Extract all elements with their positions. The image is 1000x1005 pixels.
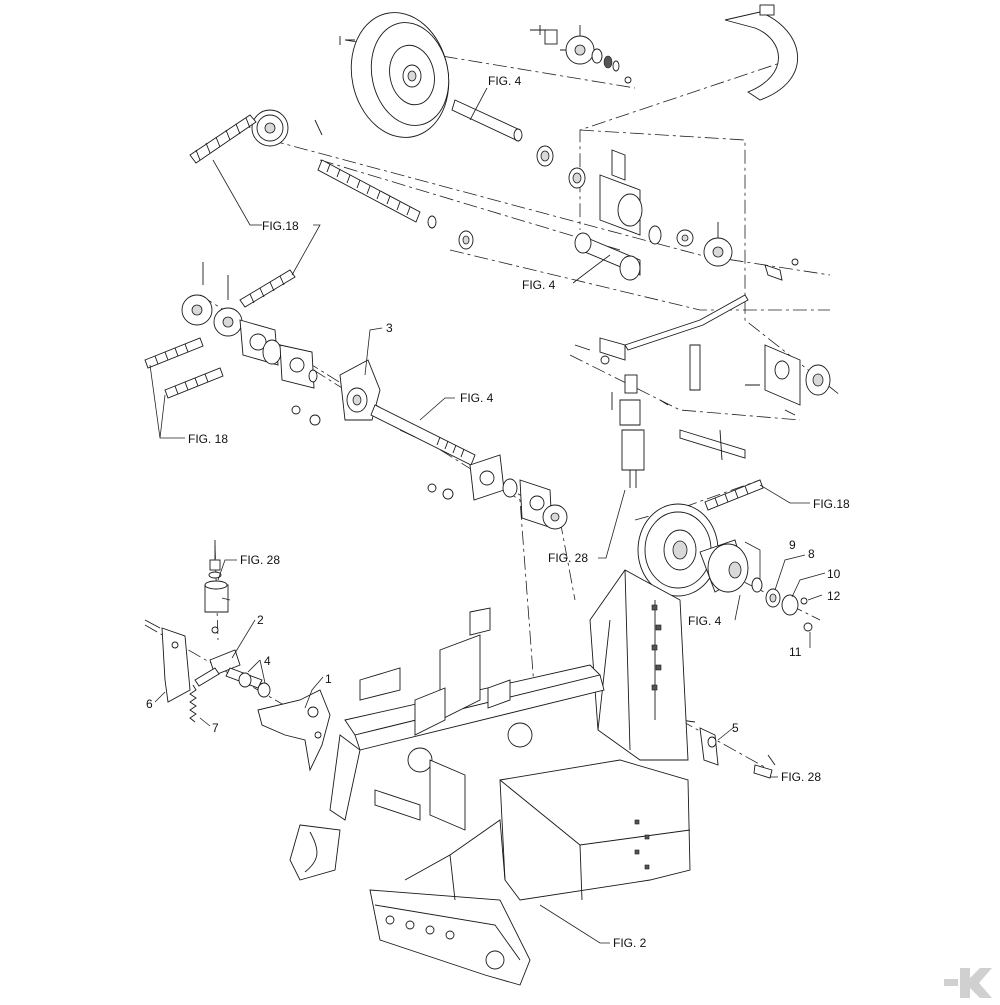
callout-2: 2: [257, 613, 264, 627]
tension-cylinder: [611, 374, 669, 488]
top-wheel-assembly: [339, 4, 799, 189]
fig-ref-fig28-center: FIG. 28: [548, 551, 588, 565]
top-sprocket-chain: [189, 109, 323, 226]
fig-ref-fig18-right: FIG.18: [813, 497, 850, 511]
linkage-rod: [574, 294, 831, 461]
callout-12: 12: [827, 589, 841, 603]
callout-6: 6: [146, 697, 153, 711]
fig-ref-fig28-bottom: FIG. 28: [781, 770, 821, 784]
callout-5: 5: [732, 721, 739, 735]
corner-logo-icon: [944, 968, 992, 998]
callout-7: 7: [212, 721, 219, 735]
splined-shaft-upper: [317, 159, 474, 250]
fig-ref-fig18-upper: FIG.18: [262, 219, 299, 233]
fig-ref-fig4-top: FIG. 4: [488, 74, 522, 88]
right-sprocket-hub: [637, 479, 813, 632]
callout-10: 10: [827, 567, 841, 581]
fig-ref-fig2: FIG. 2: [613, 936, 647, 950]
callout-8: 8: [808, 547, 815, 561]
part-callouts: 1 2 3 4 5 6 7 8 9 10 11 12: [146, 321, 841, 735]
right-small-bracket: [679, 719, 776, 779]
callout-11: 11: [789, 645, 802, 659]
figure-references: FIG. 4 FIG.18 FIG. 4 FIG. 4 FIG. 18 FIG.…: [188, 74, 850, 950]
fig-ref-fig4-middle: FIG. 4: [522, 278, 556, 292]
callout-1: 1: [325, 672, 332, 686]
fig-ref-fig28-left: FIG. 28: [240, 553, 280, 567]
central-pivot-housing: [574, 149, 799, 281]
fig-ref-fig4-right: FIG. 4: [688, 614, 722, 628]
callout-3: 3: [386, 321, 393, 335]
fig-ref-fig4-shaft: FIG. 4: [460, 391, 494, 405]
middle-left-sprockets: [144, 262, 296, 399]
middle-flange-bearings: [239, 319, 568, 530]
fig-ref-fig18-left: FIG. 18: [188, 432, 228, 446]
left-lever-assembly: [144, 540, 331, 772]
callout-9: 9: [789, 538, 796, 552]
assembly-centerlines: [144, 39, 841, 771]
leader-lines: [149, 87, 826, 944]
callout-4: 4: [264, 654, 271, 668]
main-frame: [289, 569, 691, 986]
